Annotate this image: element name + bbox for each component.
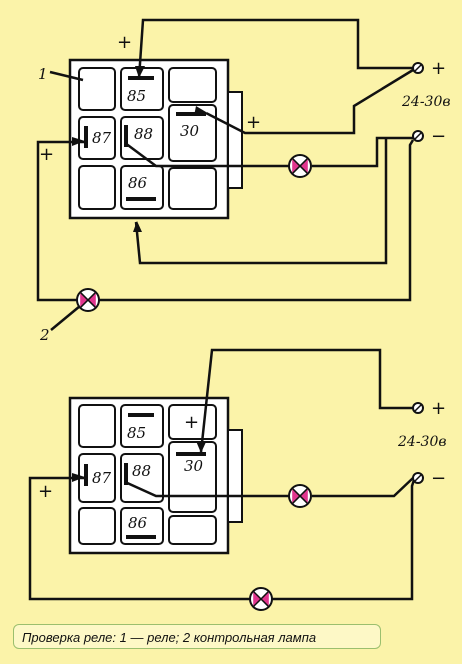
top-relay-body (68, 58, 243, 220)
bottom-pin-30-label: 30 (184, 457, 204, 475)
top-minus-terminal-icon (412, 130, 424, 142)
top-pin-88-label: 88 (134, 125, 153, 143)
figure-caption: Проверка реле: 1 — реле; 2 контрольная л… (13, 624, 381, 649)
top-indicator-lamp-icon (288, 154, 312, 178)
bottom-voltage-label: 24-30в (397, 434, 447, 450)
bottom-pin-88-label: 88 (132, 462, 151, 480)
top-terminal-minus-sign: − (431, 126, 446, 147)
bottom-plus-terminal-icon (412, 402, 424, 414)
bottom-relay-diagram: 85 87 88 30 86 + + + − 24-30в (28, 348, 447, 611)
bottom-relay-body (68, 396, 243, 555)
bottom-pin-87-label: 87 (92, 469, 112, 487)
bottom-pin87-plus-sign: + (38, 481, 53, 502)
top-control-lamp-icon (76, 288, 100, 312)
bottom-indicator-lamp-icon (288, 484, 312, 508)
top-voltage-label: 24-30в (401, 94, 451, 110)
bottom-terminal-minus-sign: − (431, 468, 446, 489)
top-pin-86-label: 86 (128, 174, 148, 192)
bottom-control-lamp-icon (249, 587, 273, 611)
top-pin-87-label: 87 (92, 129, 112, 147)
bottom-minus-terminal-icon (412, 472, 424, 484)
top-terminal-plus-sign: + (431, 58, 446, 79)
bottom-pin-86-label: 86 (128, 514, 148, 532)
bottom-pin-85-label: 85 (127, 424, 146, 442)
top-plus-terminal-icon (412, 62, 424, 74)
top-pin30-plus-sign: + (246, 112, 261, 133)
top-wiring (36, 18, 415, 331)
top-relay-diagram: 85 87 88 30 86 (36, 18, 451, 344)
relay-callout-label: 1 (38, 65, 48, 83)
top-pin85-plus-sign: + (117, 32, 132, 53)
top-pin-30-label: 30 (180, 122, 200, 140)
bottom-terminal-plus-sign: + (431, 398, 446, 419)
top-pin87-plus-sign: + (39, 144, 54, 165)
bottom-wiring (28, 348, 416, 601)
bottom-pin30-plus-sign: + (184, 412, 199, 433)
top-pin-85-label: 85 (127, 87, 146, 105)
lamp-callout-label: 2 (39, 326, 50, 344)
